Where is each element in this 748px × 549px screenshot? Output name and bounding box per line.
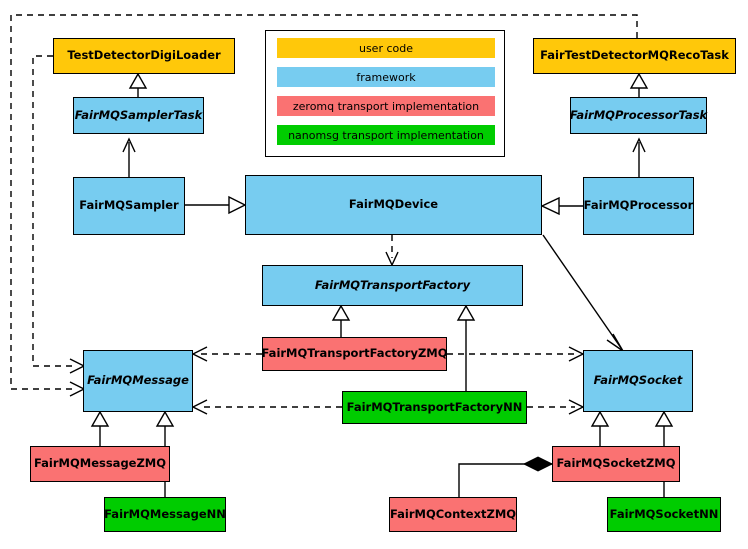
class-label: FairMQTransportFactoryZMQ [261,346,448,361]
class-label: FairMQMessageNN [104,506,226,521]
class-node-fairmqsampler[interactable]: FairMQSampler [73,177,185,235]
legend-label-nanomsg: nanomsg transport implementation [288,128,484,142]
class-label: FairMQDevice [348,197,439,212]
class-node-fairmqmessagenn[interactable]: FairMQMessageNN [104,497,226,532]
legend-row-nanomsg: nanomsg transport implementation [277,125,495,145]
class-node-testdetectordigiloader[interactable]: TestDetectorDigiLoader [53,38,235,74]
class-node-fairmqprocessor[interactable]: FairMQProcessor [583,177,694,235]
class-label: FairMQProcessor [583,198,694,213]
class-node-fairmqdevice[interactable]: FairMQDevice [245,175,542,235]
legend-row-zeromq: zeromq transport implementation [277,96,495,116]
class-label: FairMQSocketNN [609,506,719,521]
class-label: FairMQSocketZMQ [556,456,676,471]
class-label: TestDetectorDigiLoader [67,48,221,63]
legend-label-user-code: user code [358,41,414,55]
generalization-edges [90,72,674,497]
class-node-fairmqsocketzmq[interactable]: FairMQSocketZMQ [552,446,680,482]
class-label: FairMQSocket [593,373,683,388]
class-node-fairmqmessagezmq[interactable]: FairMQMessageZMQ [30,446,170,482]
class-label: FairMQProcessorTask [569,107,708,122]
legend-label-zeromq: zeromq transport implementation [292,99,480,113]
class-node-fairmqsamplertask[interactable]: FairMQSamplerTask [73,97,204,134]
legend-label-framework: framework [356,70,416,84]
legend-row-framework: framework [277,67,495,87]
class-label: FairMQContextZMQ [389,506,517,521]
composition-edge [458,456,554,497]
legend-row-user-code: user code [277,38,495,58]
class-node-fairmqmessage[interactable]: FairMQMessage [83,350,193,412]
dependency-edges [10,14,638,408]
legend-box: user code framework zeromq transport imp… [265,30,505,157]
class-label: FairMQMessage [87,373,189,388]
class-node-fairmqtransportfactory[interactable]: FairMQTransportFactory [262,265,523,306]
class-label: FairTestDetectorMQRecoTask [540,48,729,63]
class-label: FairMQSampler [79,198,179,213]
class-node-fairmqprocessortask[interactable]: FairMQProcessorTask [570,97,707,134]
class-label: FairMQTransportFactoryNN [346,399,523,414]
class-label: FairMQTransportFactory [314,277,471,292]
association-edges: FairMQSamplerTask --> FairMQProcessorTas… [122,137,646,352]
class-node-fairmqtransportfactoryzmq[interactable]: FairMQTransportFactoryZMQ [261,337,448,371]
class-label: FairMQMessageZMQ [33,456,167,471]
class-node-fairmqsocket[interactable]: FairMQSocket [583,350,693,412]
class-node-fairmqtransportfactorynn[interactable]: FairMQTransportFactoryNN [342,391,527,424]
class-label: FairMQSamplerTask [74,107,203,122]
class-node-fairmqcontextzmq[interactable]: FairMQContextZMQ [389,497,517,532]
class-node-fairmqsocketnn[interactable]: FairMQSocketNN [607,497,721,532]
class-node-fairtestdetectormqrecotask[interactable]: FairTestDetectorMQRecoTask [533,38,736,74]
